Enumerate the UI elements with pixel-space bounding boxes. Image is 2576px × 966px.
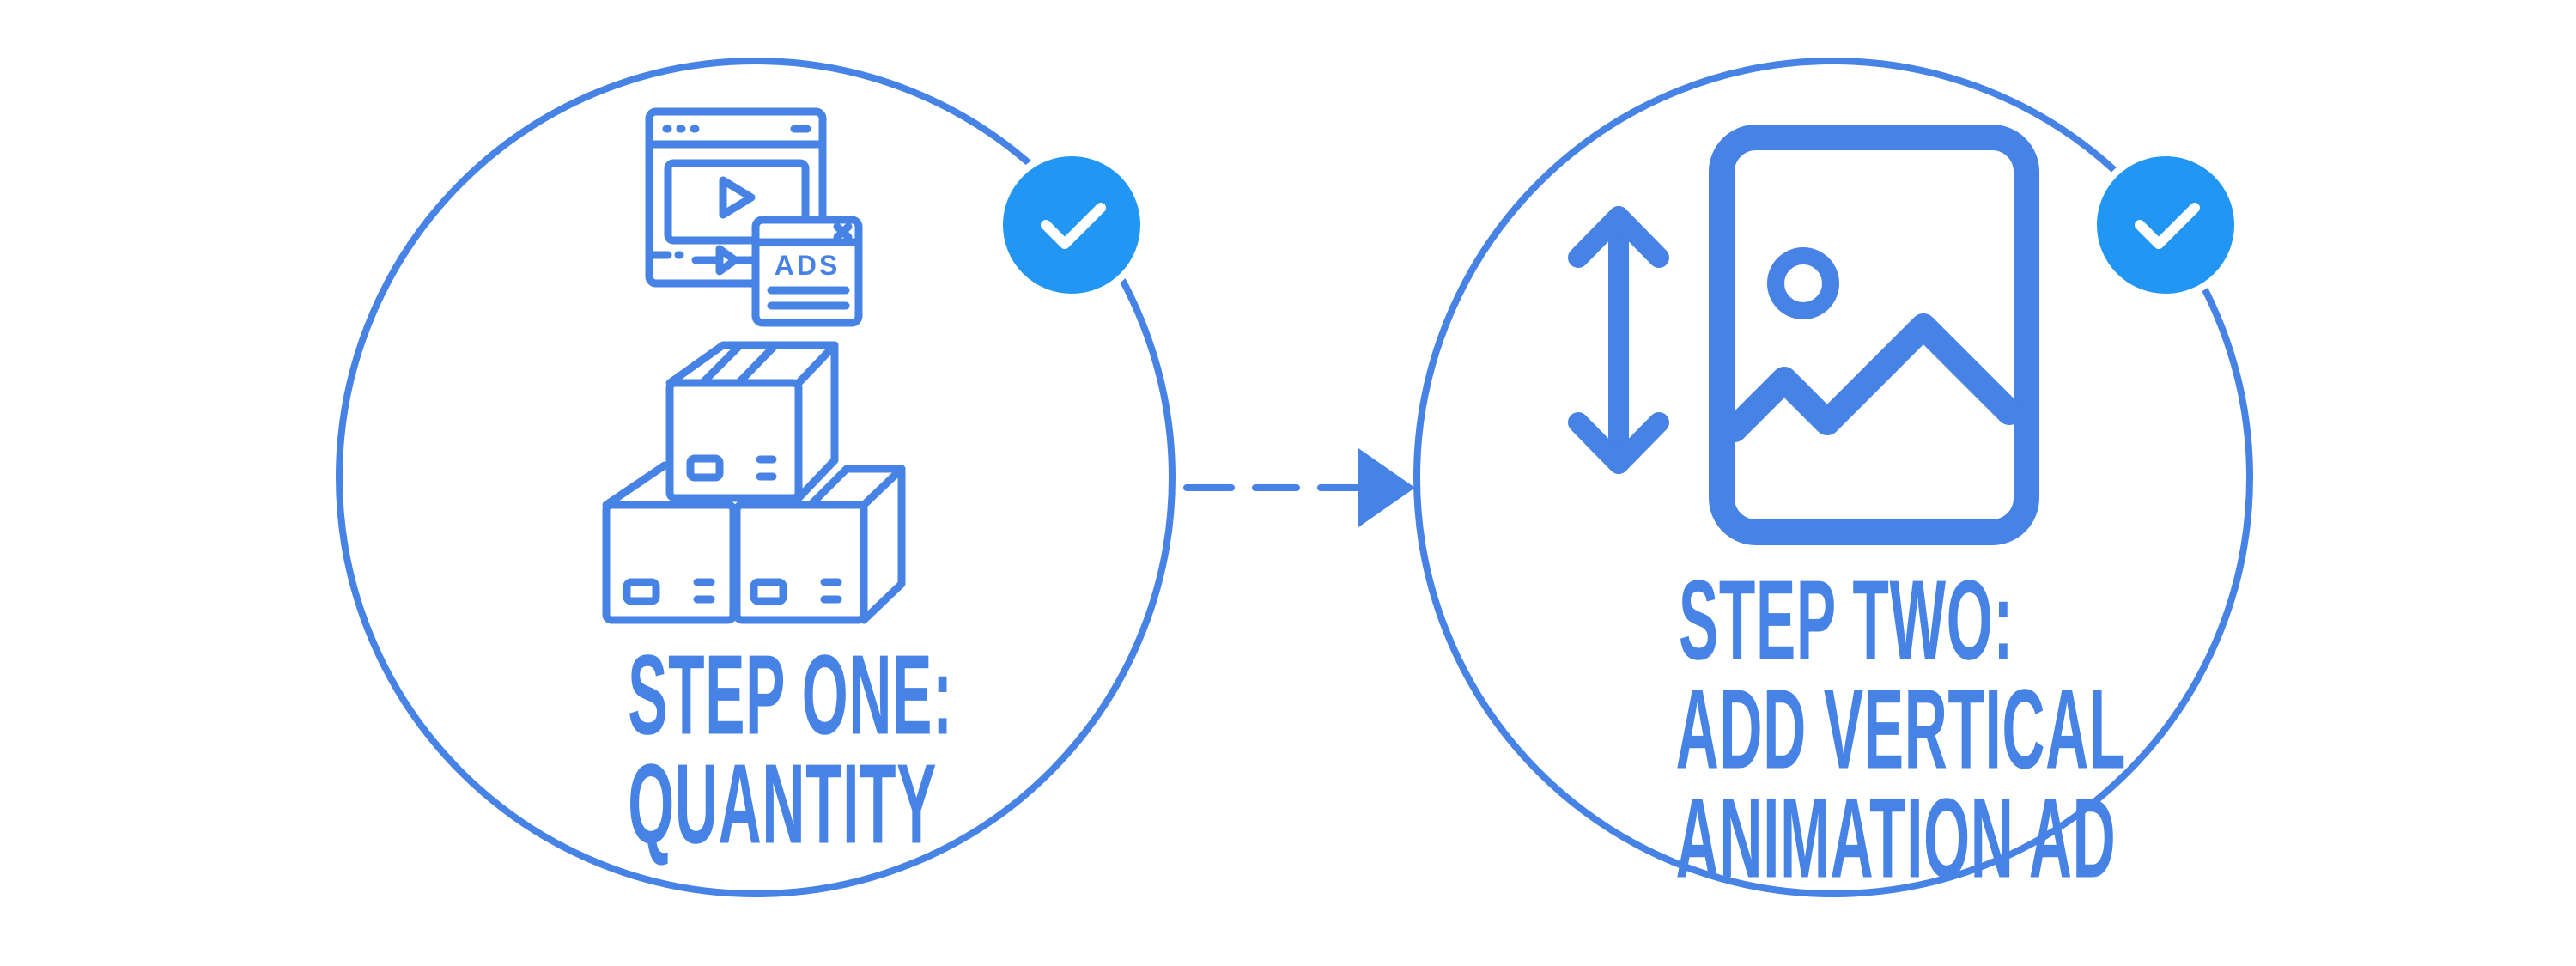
step-two-label-line: ADD VERTICAL [1675, 665, 2126, 793]
step-one-label-line: QUANTITY [628, 740, 938, 867]
vertical-double-arrow-icon [1568, 206, 1669, 474]
sun-icon [1767, 247, 1839, 319]
box-icon [732, 465, 906, 624]
ads-window-icon [751, 216, 863, 327]
step-two-label-line: ANIMATION AD [1675, 775, 2117, 902]
ads-text: ADS [775, 250, 841, 281]
step-one-label-line: STEP ONE: [628, 631, 953, 758]
checkmark-icon [2135, 203, 2200, 249]
step-one-circle [336, 58, 1176, 897]
mountain-icon [1722, 313, 2022, 442]
phone-frame-icon [1709, 125, 2039, 545]
dashed-arrow-icon [1183, 448, 1415, 527]
browser-window-icon [645, 107, 827, 288]
step-two-check-badge [2090, 149, 2241, 301]
step-two-circle [1413, 58, 2253, 897]
step-one-label: STEP ONE: QUANTITY [550, 638, 962, 866]
step-two-label-line: STEP TWO: [1678, 556, 2014, 683]
ad-windows-and-boxes-icon [602, 107, 906, 624]
step-two-label: STEP TWO: ADD VERTICAL ANIMATION AD [1571, 563, 2126, 901]
vertical-image-icon [1709, 125, 2039, 545]
video-window-icon [648, 159, 810, 276]
step-one-check-badge [996, 149, 1147, 301]
box-icon [665, 341, 839, 502]
checkmark-icon [1041, 203, 1106, 249]
